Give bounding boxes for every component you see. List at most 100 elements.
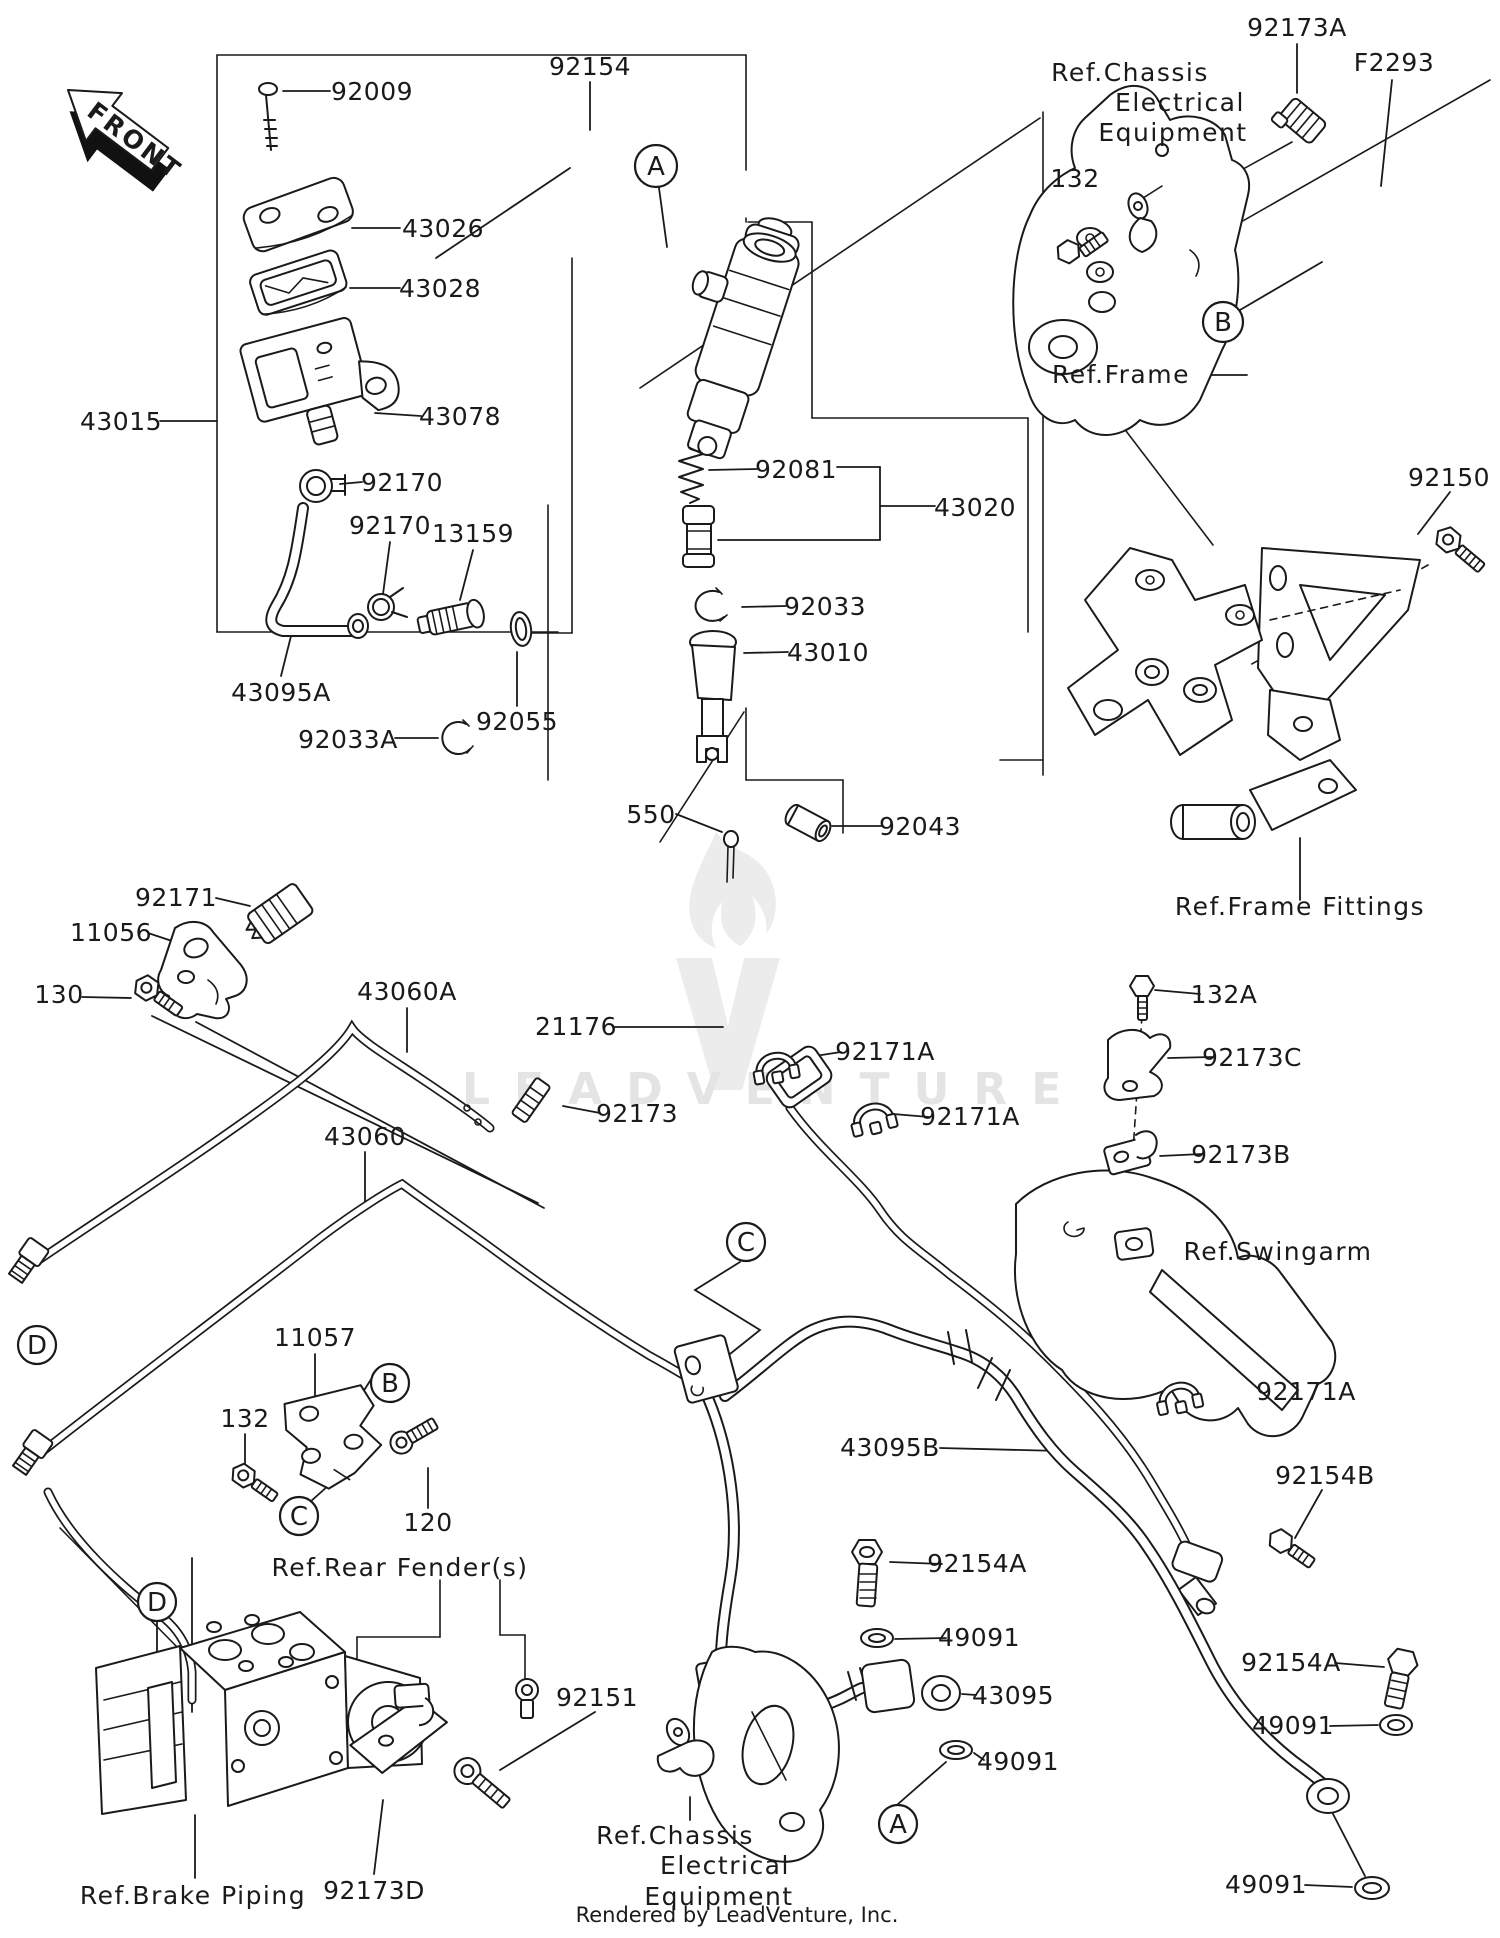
part-label-p92154Ac[interactable]: 92154A <box>927 1549 1027 1578</box>
reservoir-screw-92009 <box>258 82 278 151</box>
part-label-p11056[interactable]: 11056 <box>70 918 152 947</box>
ref-label-refFrame[interactable]: Ref.Frame <box>1052 360 1190 389</box>
part-label-p43020[interactable]: 43020 <box>934 493 1016 522</box>
part-label-p92173C[interactable]: 92173C <box>1202 1043 1302 1072</box>
part-label-p92150[interactable]: 92150 <box>1408 463 1490 492</box>
part-label-p92170a[interactable]: 92170 <box>361 468 443 497</box>
washer-49091-r1-hole <box>1387 1719 1405 1731</box>
ref-label-refChassisB3[interactable]: Equipment <box>644 1882 793 1911</box>
part-label-p92171Aa[interactable]: 92171A <box>835 1037 935 1066</box>
svg-text:A: A <box>647 152 665 182</box>
part-label-p92171Ac[interactable]: 92171A <box>1256 1377 1356 1406</box>
svg-text:B: B <box>1214 308 1232 338</box>
part-label-p130[interactable]: 130 <box>34 980 83 1009</box>
joint-fitting-13159 <box>416 598 485 636</box>
bolt-132-lower <box>231 1462 279 1503</box>
cotter-pin-550 <box>723 830 739 883</box>
part-label-p49091r1[interactable]: 49091 <box>1252 1711 1334 1740</box>
part-label-p92173A[interactable]: 92173A <box>1247 13 1347 42</box>
part-label-p49091c2[interactable]: 49091 <box>977 1747 1059 1776</box>
part-label-p43078[interactable]: 43078 <box>419 402 501 431</box>
part-label-p92151[interactable]: 92151 <box>556 1683 638 1712</box>
bolt-132A <box>1129 975 1155 1021</box>
callout-circle-A: A <box>633 143 679 189</box>
part-label-p92033[interactable]: 92033 <box>784 592 866 621</box>
clip-92173B <box>1103 1130 1158 1176</box>
part-label-p92173B[interactable]: 92173B <box>1191 1140 1291 1169</box>
bolt-130 <box>134 974 184 1017</box>
part-label-p43028[interactable]: 43028 <box>399 274 481 303</box>
part-label-p550[interactable]: 550 <box>626 800 675 829</box>
part-label-p92170b[interactable]: 92170 <box>349 511 431 540</box>
harness-clip-bottom <box>656 1717 715 1777</box>
part-label-p92171Ab[interactable]: 92171A <box>920 1102 1020 1131</box>
watermark-flame-icon <box>689 832 776 948</box>
mc-piston-43020 <box>682 505 715 568</box>
watermark-v-icon <box>676 958 780 1090</box>
washer-49091-c2-hole <box>947 1745 965 1755</box>
band-clip-92173A <box>1270 97 1327 144</box>
ref-label-refFrameFit[interactable]: Ref.Frame Fittings <box>1175 892 1425 921</box>
part-label-p49091c1[interactable]: 49091 <box>938 1623 1020 1652</box>
part-label-p43095A[interactable]: 43095A <box>231 678 331 707</box>
part-label-p132b[interactable]: 132 <box>220 1404 269 1433</box>
abs-unit <box>95 1611 429 1815</box>
callout-circle-B: B <box>1201 300 1245 344</box>
part-label-p21176[interactable]: 21176 <box>535 1012 617 1041</box>
callout-circle-D: D <box>136 1581 178 1623</box>
bolt-92150 <box>1435 526 1486 573</box>
part-label-p132t[interactable]: 132 <box>1050 164 1099 193</box>
part-label-p92033A[interactable]: 92033A <box>298 725 398 754</box>
ref-label-refSwingarm[interactable]: Ref.Swingarm <box>1183 1237 1372 1266</box>
part-label-p92154B[interactable]: 92154B <box>1275 1461 1375 1490</box>
hose-clamp-92171A-2 <box>850 1102 899 1138</box>
ref-label-refChassisB2[interactable]: Electrical <box>660 1851 790 1880</box>
rendered-by-footer: Rendered by LeadVenture, Inc. <box>576 1903 899 1927</box>
part-label-p43026[interactable]: 43026 <box>402 214 484 243</box>
part-label-p43060[interactable]: 43060 <box>324 1122 406 1151</box>
part-label-p92081[interactable]: 92081 <box>755 455 837 484</box>
part-label-p120[interactable]: 120 <box>403 1508 452 1537</box>
part-label-p92173D[interactable]: 92173D <box>323 1876 425 1905</box>
part-label-p43010[interactable]: 43010 <box>787 638 869 667</box>
rear-fender-bracket <box>692 1645 840 1863</box>
brake-pipe-43060A <box>7 1019 495 1284</box>
reservoir-hose-43095A <box>265 502 369 639</box>
hose-clamp-92170-lower <box>367 587 408 621</box>
leadventure-watermark: LEADVENTURE <box>462 832 1061 1115</box>
part-label-p49091r2[interactable]: 49091 <box>1225 1870 1307 1899</box>
part-label-p43060A[interactable]: 43060A <box>357 977 457 1006</box>
part-label-p43015[interactable]: 43015 <box>80 407 162 436</box>
bolt-92151 <box>453 1757 511 1809</box>
part-label-p132A[interactable]: 132A <box>1191 980 1258 1009</box>
ref-label-refRearFender[interactable]: Ref.Rear Fender(s) <box>271 1553 528 1582</box>
ref-label-refChassisT1[interactable]: Ref.Chassis <box>1051 58 1209 87</box>
ref-label-refChassisT2[interactable]: Electrical <box>1115 88 1245 117</box>
callout-circle-C: C <box>725 1221 767 1263</box>
svg-text:D: D <box>27 1331 47 1361</box>
part-label-p43095B[interactable]: 43095B <box>840 1433 940 1462</box>
part-label-p43095[interactable]: 43095 <box>972 1681 1054 1710</box>
part-label-p13159[interactable]: 13159 <box>432 519 514 548</box>
ref-label-refBrakePiping[interactable]: Ref.Brake Piping <box>80 1881 306 1910</box>
part-label-p92055[interactable]: 92055 <box>476 707 558 736</box>
ref-label-refChassisT3[interactable]: Equipment <box>1098 118 1247 147</box>
part-label-p92171[interactable]: 92171 <box>135 883 217 912</box>
ref-label-refChassisB1[interactable]: Ref.Chassis <box>596 1821 754 1850</box>
part-label-pF2293[interactable]: F2293 <box>1354 48 1435 77</box>
callout-circle-C: C <box>278 1495 320 1537</box>
joint-pin-92043 <box>784 803 832 843</box>
part-label-p92043[interactable]: 92043 <box>879 812 961 841</box>
part-label-p92009[interactable]: 92009 <box>331 77 413 106</box>
wheel-speed-sensor <box>1171 1540 1224 1617</box>
part-label-p92173[interactable]: 92173 <box>596 1099 678 1128</box>
part-label-p92154Ar[interactable]: 92154A <box>1241 1648 1341 1677</box>
hose-clamp-92170-upper <box>299 469 346 503</box>
part-label-p92154[interactable]: 92154 <box>549 52 631 81</box>
bolt-132 <box>1056 231 1109 265</box>
circlip-92033A <box>441 719 474 756</box>
part-label-p11057[interactable]: 11057 <box>274 1323 356 1352</box>
callout-circle-A: A <box>877 1803 919 1845</box>
mc-spring-92081 <box>678 447 704 504</box>
